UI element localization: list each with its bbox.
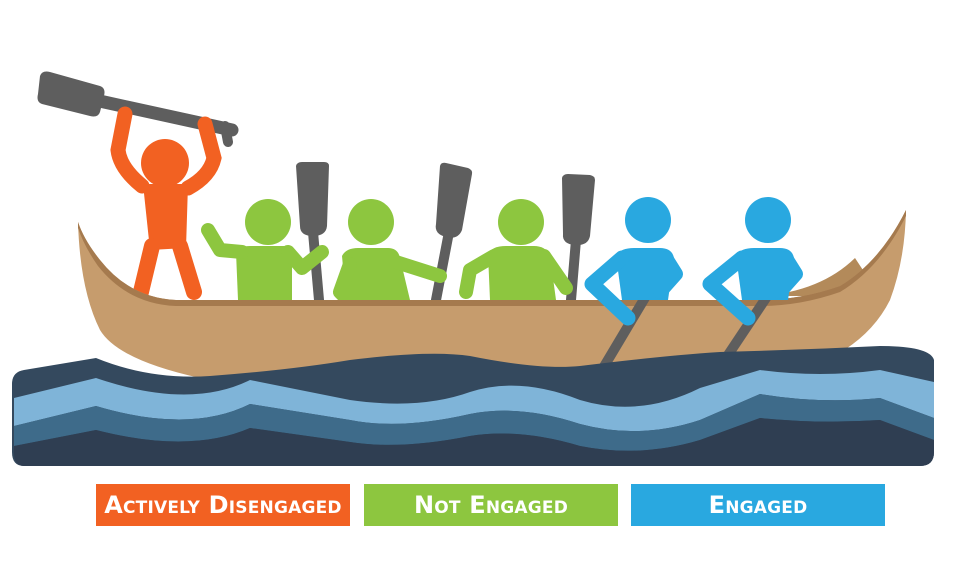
actively-disengaged-figure	[110, 106, 222, 304]
paddle-icon	[431, 162, 473, 305]
legend-engaged: Engaged	[631, 484, 885, 526]
green-paddles	[296, 162, 595, 305]
engaged-figure-1	[584, 197, 683, 326]
legend-actively-disengaged: Actively Disengaged	[96, 484, 350, 526]
not-engaged-figure-3	[459, 199, 573, 300]
engaged-figure-2	[702, 197, 803, 326]
legend-label: Engaged	[708, 491, 808, 519]
paddle-icon	[296, 162, 329, 305]
canoe-icon	[78, 210, 906, 378]
legend-label: Not Engaged	[413, 491, 569, 519]
legend-not-engaged: Not Engaged	[364, 484, 618, 526]
canoe-inner-wall	[160, 258, 880, 296]
waves-icon	[12, 346, 934, 466]
not-engaged-figure-1	[201, 199, 329, 300]
legend-label: Actively Disengaged	[104, 491, 342, 519]
not-engaged-figure-2	[333, 199, 447, 319]
